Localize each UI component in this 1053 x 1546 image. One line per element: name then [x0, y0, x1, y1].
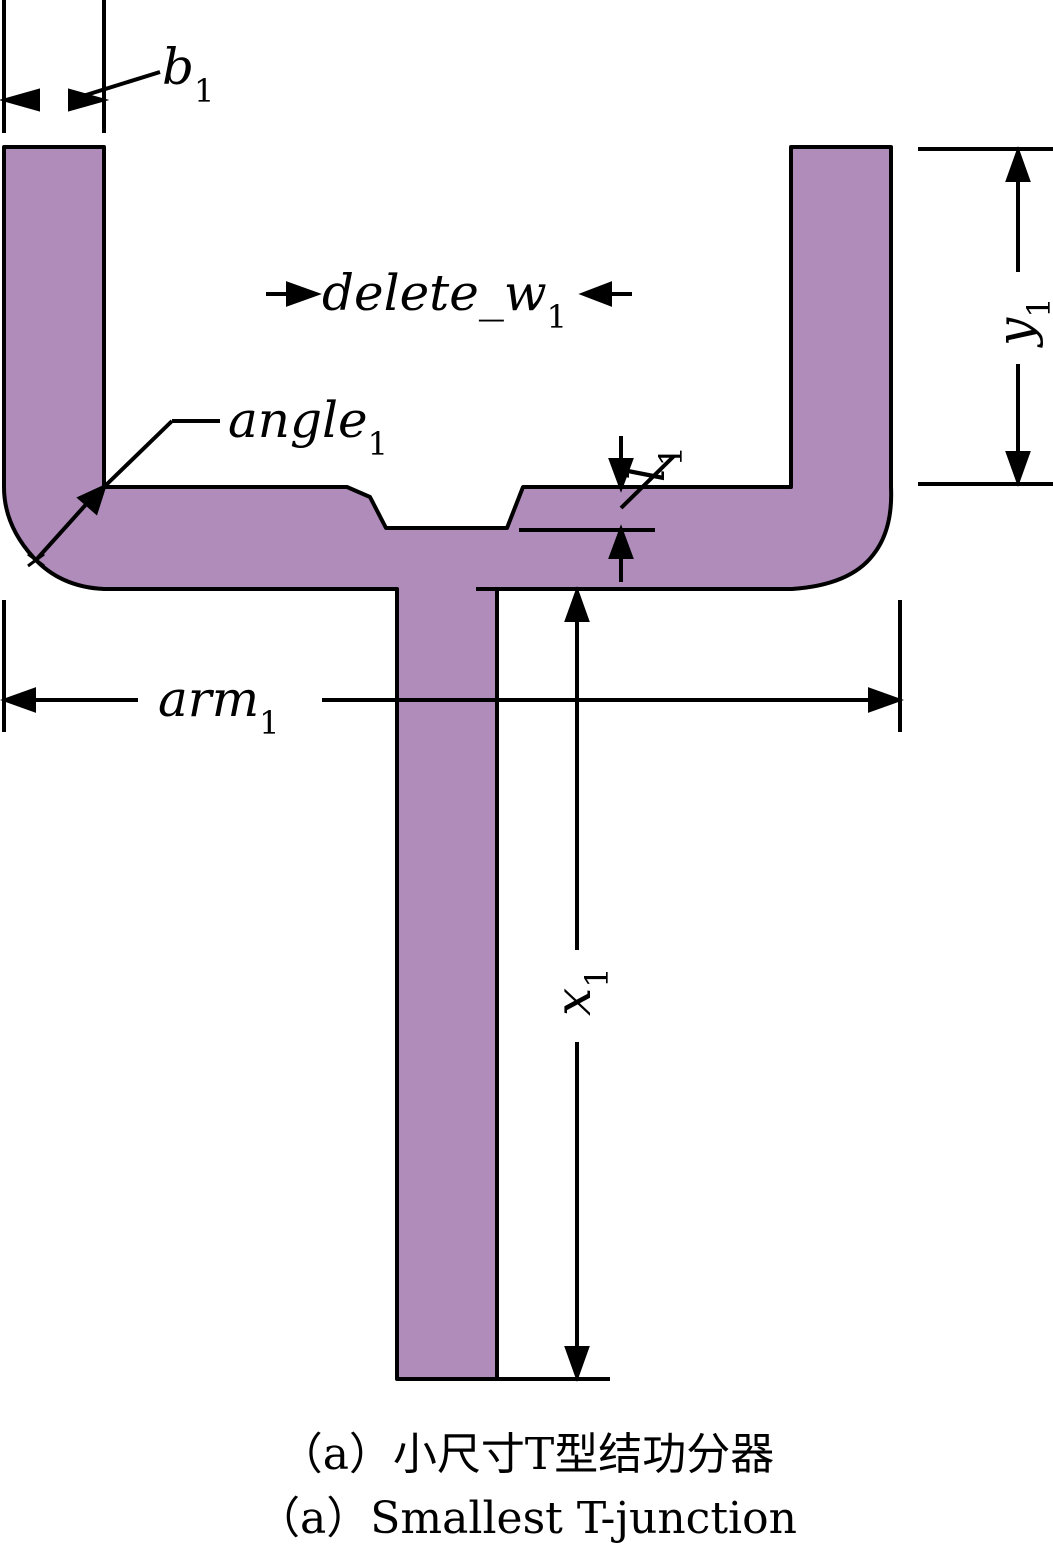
delete-w1-label: delete_w1 [322, 264, 567, 336]
x1-dimension [476, 586, 610, 1382]
t-junction-body [2, 145, 894, 1381]
l1-dimension [519, 436, 676, 582]
angle1-label: angle1 [228, 391, 388, 463]
caption-chinese: （a）小尺寸T型结功分器 [278, 1429, 775, 1480]
y1-label: y1 [986, 297, 1053, 348]
arm1-dimension [0, 600, 904, 732]
caption-english: （a）Smallest T-junction [256, 1493, 797, 1544]
y1-dimension [918, 146, 1053, 487]
arm1-label: arm1 [158, 670, 279, 742]
b1-label: b1 [162, 38, 214, 110]
l1-label: l1 [618, 446, 690, 482]
b1-dimension [0, 0, 161, 133]
x1-label: x1 [544, 967, 616, 1016]
delete-w1-dimension [266, 281, 632, 307]
angle1-dimension [27, 419, 220, 568]
